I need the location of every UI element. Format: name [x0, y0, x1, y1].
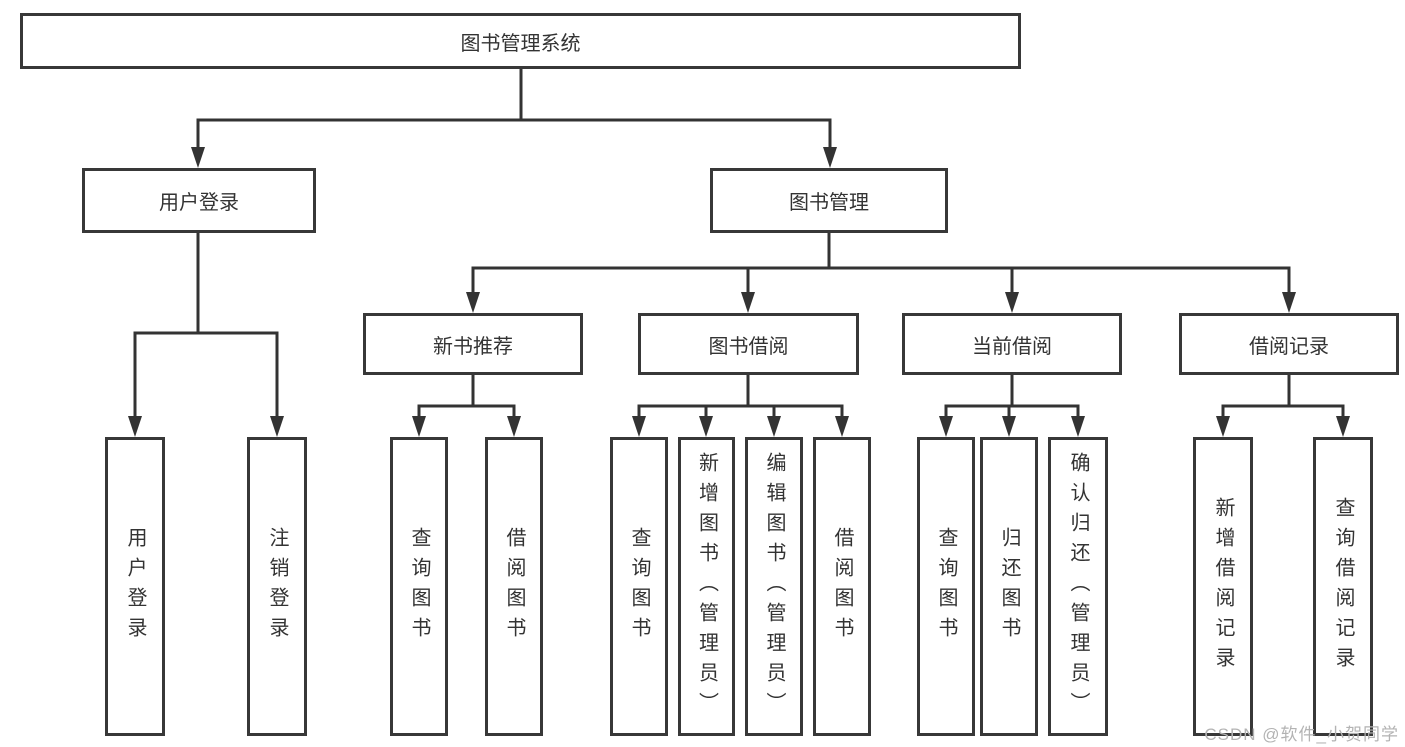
node-leaf-query-borrow-record-label: 查询借阅记录 [1332, 496, 1354, 677]
node-leaf-query-book-recommend: 查询图书 [390, 437, 448, 736]
node-leaf-logout: 注销登录 [247, 437, 307, 736]
node-borrowing-records: 借阅记录 [1179, 313, 1399, 375]
node-current-borrowing-label: 当前借阅 [972, 335, 1052, 358]
node-leaf-borrow-book-recommend: 借阅图书 [485, 437, 543, 736]
csdn-watermark: CSDN @软件_小贺同学 [1204, 725, 1399, 744]
node-root-label: 图书管理系统 [460, 32, 581, 55]
node-leaf-user-login-label: 用户登录 [124, 526, 146, 647]
node-leaf-edit-book-admin: 编辑图书（管理员） [745, 437, 803, 736]
node-leaf-logout-label: 注销登录 [266, 526, 288, 647]
node-current-borrowing: 当前借阅 [902, 313, 1122, 375]
node-new-book-recommend: 新书推荐 [363, 313, 583, 375]
node-leaf-user-login: 用户登录 [105, 437, 165, 736]
node-leaf-add-borrow-record-label: 新增借阅记录 [1212, 496, 1234, 677]
node-leaf-add-book-admin-label: 新增图书（管理员） [695, 451, 718, 722]
node-book-management-group: 图书管理 [710, 168, 948, 233]
node-leaf-add-borrow-record: 新增借阅记录 [1193, 437, 1253, 736]
node-book-borrowing: 图书借阅 [638, 313, 859, 375]
node-leaf-query-book-recommend-label: 查询图书 [408, 526, 430, 647]
node-leaf-return-book-label: 归还图书 [998, 526, 1020, 647]
node-user-login-group-label: 用户登录 [159, 192, 239, 214]
node-leaf-add-book-admin: 新增图书（管理员） [678, 437, 735, 736]
node-leaf-confirm-return-admin-label: 确认归还（管理员） [1067, 451, 1089, 722]
node-leaf-return-book: 归还图书 [980, 437, 1038, 736]
node-leaf-borrow-book: 借阅图书 [813, 437, 871, 736]
node-leaf-query-book-current-label: 查询图书 [935, 526, 957, 647]
node-leaf-query-borrow-record: 查询借阅记录 [1313, 437, 1373, 736]
node-root: 图书管理系统 [20, 13, 1021, 69]
node-borrowing-records-label: 借阅记录 [1249, 335, 1329, 358]
node-leaf-query-book-current: 查询图书 [917, 437, 975, 736]
node-new-book-recommend-label: 新书推荐 [433, 335, 513, 358]
node-leaf-confirm-return-admin: 确认归还（管理员） [1048, 437, 1108, 736]
node-book-management-group-label: 图书管理 [789, 192, 869, 214]
node-leaf-query-book-borrowing: 查询图书 [610, 437, 668, 736]
node-leaf-edit-book-admin-label: 编辑图书（管理员） [763, 451, 785, 722]
node-book-borrowing-label: 图书借阅 [708, 335, 789, 358]
node-leaf-borrow-book-label: 借阅图书 [831, 526, 853, 647]
node-leaf-query-book-borrowing-label: 查询图书 [628, 526, 650, 647]
node-leaf-borrow-book-recommend-label: 借阅图书 [503, 526, 525, 647]
node-user-login-group: 用户登录 [82, 168, 316, 233]
